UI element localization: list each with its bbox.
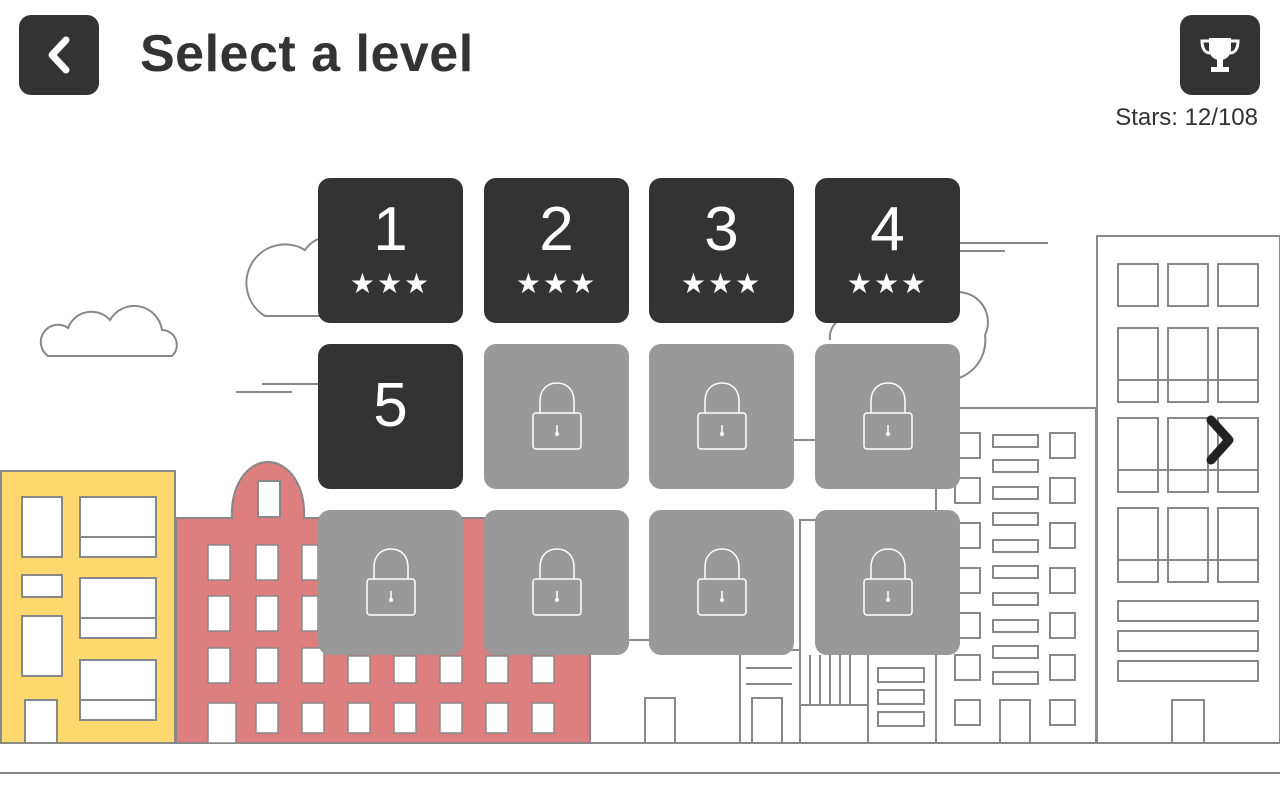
page-title: Select a level <box>140 25 474 83</box>
level-stars: ★★★ <box>349 267 432 299</box>
level-tile-2[interactable]: 2 ★★★ <box>484 178 629 323</box>
lock-icon <box>531 381 582 450</box>
level-tile-3[interactable]: 3 ★★★ <box>649 178 794 323</box>
lock-icon <box>365 547 416 616</box>
lock-icon <box>862 547 913 616</box>
level-number: 2 <box>539 194 574 264</box>
locked-level-tile[interactable] <box>649 510 794 655</box>
lock-icon <box>696 381 747 450</box>
locked-level-tile[interactable] <box>815 344 960 489</box>
chevron-right-icon <box>1206 415 1234 465</box>
level-number: 1 <box>373 194 408 264</box>
level-stars: ★★★ <box>515 267 598 299</box>
level-tile-4[interactable]: 4 ★★★ <box>815 178 960 323</box>
level-number: 4 <box>870 194 905 264</box>
level-number: 3 <box>704 194 739 264</box>
locked-level-tile[interactable] <box>649 344 794 489</box>
level-stars: ★★★ <box>680 267 763 299</box>
locked-level-tile[interactable] <box>318 510 463 655</box>
next-page-button[interactable] <box>1195 405 1245 475</box>
level-stars: ★★★ <box>846 267 929 299</box>
locked-level-tile[interactable] <box>484 344 629 489</box>
trophy-icon <box>1200 38 1240 72</box>
level-tile-5[interactable]: 5 <box>318 344 463 489</box>
lock-icon <box>696 547 747 616</box>
locked-level-tile[interactable] <box>484 510 629 655</box>
level-number: 5 <box>373 370 408 440</box>
level-tile-1[interactable]: 1 ★★★ <box>318 178 463 323</box>
lock-icon <box>862 381 913 450</box>
trophy-button[interactable] <box>1180 15 1260 95</box>
chevron-left-icon <box>48 36 70 74</box>
back-button[interactable] <box>19 15 99 95</box>
lock-icon <box>531 547 582 616</box>
stars-counter: Stars: 12/108 <box>1115 104 1258 131</box>
locked-level-tile[interactable] <box>815 510 960 655</box>
